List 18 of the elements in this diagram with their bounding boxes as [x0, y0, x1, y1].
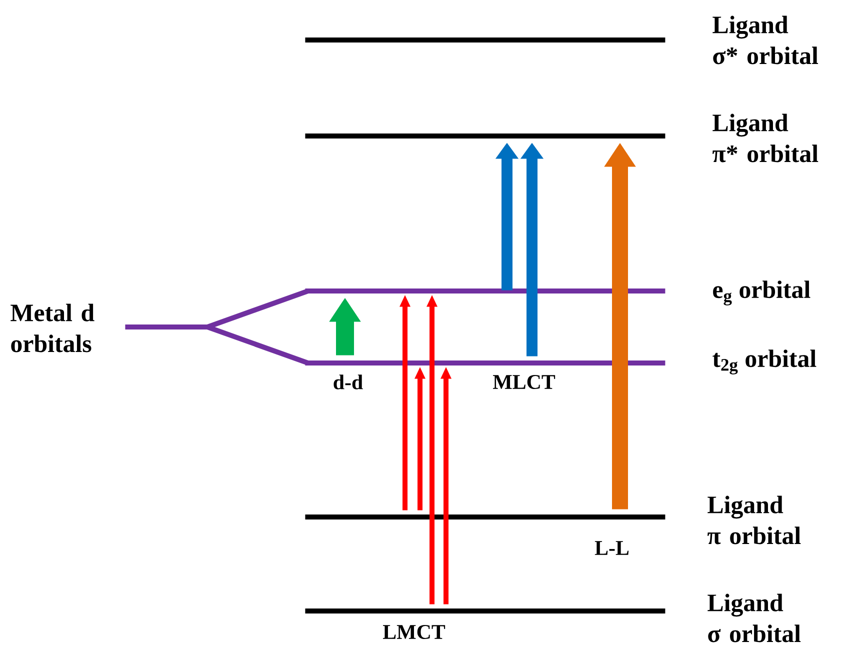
- node-label: e$_{g}$ orbital: [713, 280, 810, 306]
- node-label: Metal d orbitals: [10, 304, 94, 352]
- node-label: t$_{2g}$ orbital: [712, 350, 816, 374]
- energy-level: e$_{g}$ orbital: [305, 280, 810, 306]
- energy-level: Metal d orbitals: [10, 304, 210, 352]
- energy-level: t$_{2g}$ orbital: [305, 350, 816, 374]
- node-label: Ligand σ* orbital: [712, 16, 818, 64]
- node-label: Ligand π orbital: [708, 496, 801, 544]
- energy-level: Ligand π* orbital: [305, 114, 818, 162]
- transition-label: d-d: [334, 374, 363, 390]
- node-label: Ligand π* orbital: [712, 114, 818, 162]
- node-label: Ligand σ orbital: [708, 594, 801, 642]
- transition-label: LMCT: [382, 624, 446, 640]
- transition-label: L-L: [594, 541, 629, 555]
- splitting-line: [206, 324, 309, 366]
- energy-level: Ligand σ* orbital: [305, 16, 818, 64]
- transition-label: MLCT: [492, 374, 556, 390]
- splitting-line: [206, 288, 309, 330]
